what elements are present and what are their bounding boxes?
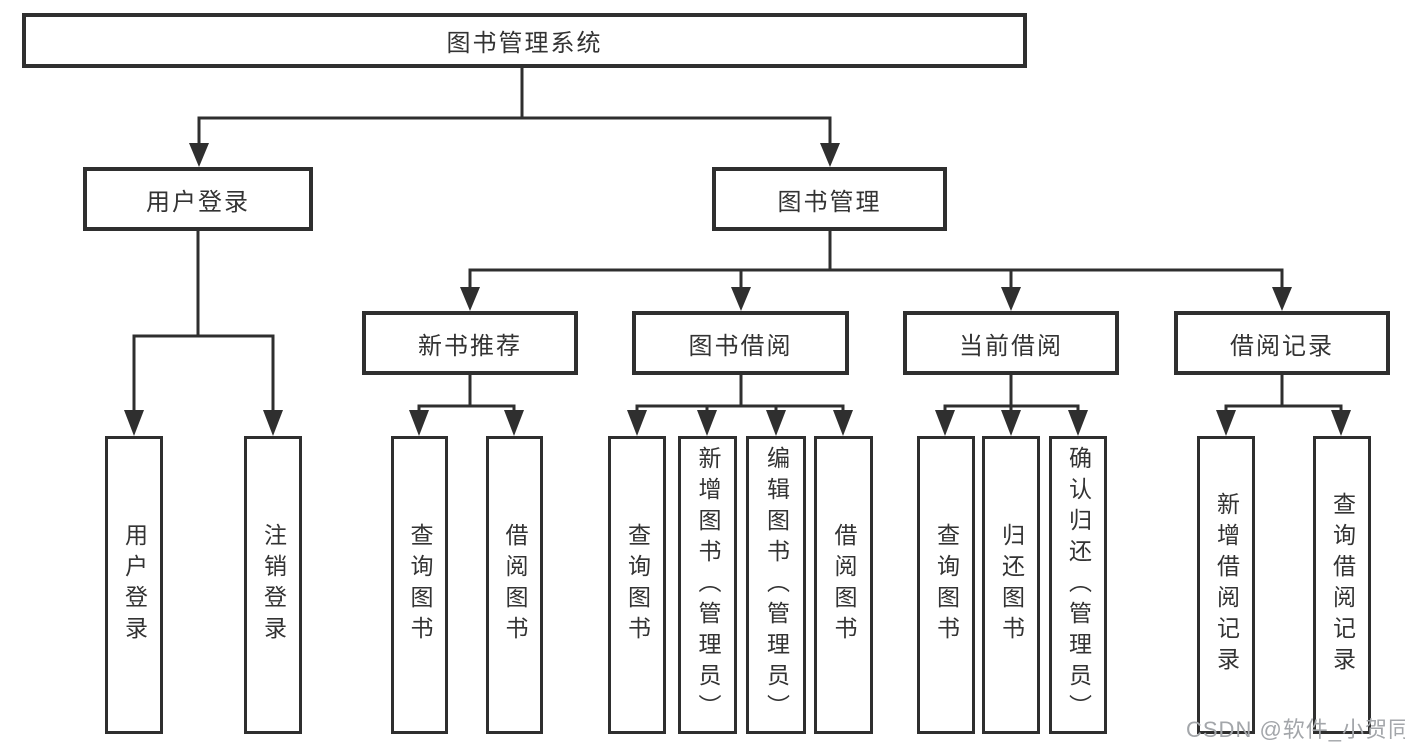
watermark: CSDN @软件_小贺同学 [1186,717,1405,742]
col-borrow-book: 借阅图书 [814,436,873,734]
col-logout: 注销登录 [244,436,302,734]
node-new-book-recommend: 新书推荐 [362,311,578,375]
node-current-borrow: 当前借阅 [903,311,1119,375]
col-user-login: 用户登录 [105,436,163,734]
col-query-book-current: 查询图书 [917,436,975,734]
col-add-borrow-record: 新增借阅记录 [1197,436,1255,734]
node-book-borrow: 图书借阅 [632,311,849,375]
col-return-book: 归还图书 [982,436,1040,734]
col-borrow-book-recommend: 借阅图书 [486,436,543,734]
col-confirm-return-admin: 确认归还（管理员） [1049,436,1107,734]
node-borrow-record: 借阅记录 [1174,311,1390,375]
node-book-management: 图书管理 [712,167,947,231]
col-query-book-recommend: 查询图书 [391,436,448,734]
connector-lines [132,66,1343,416]
col-query-book-borrow: 查询图书 [608,436,666,734]
arrowheads [124,143,1351,436]
node-user-login: 用户登录 [83,167,313,231]
node-root: 图书管理系统 [22,13,1027,68]
col-query-borrow-record: 查询借阅记录 [1313,436,1371,734]
col-edit-book-admin: 编辑图书（管理员） [746,436,806,734]
col-add-book-admin: 新增图书（管理员） [678,436,737,734]
